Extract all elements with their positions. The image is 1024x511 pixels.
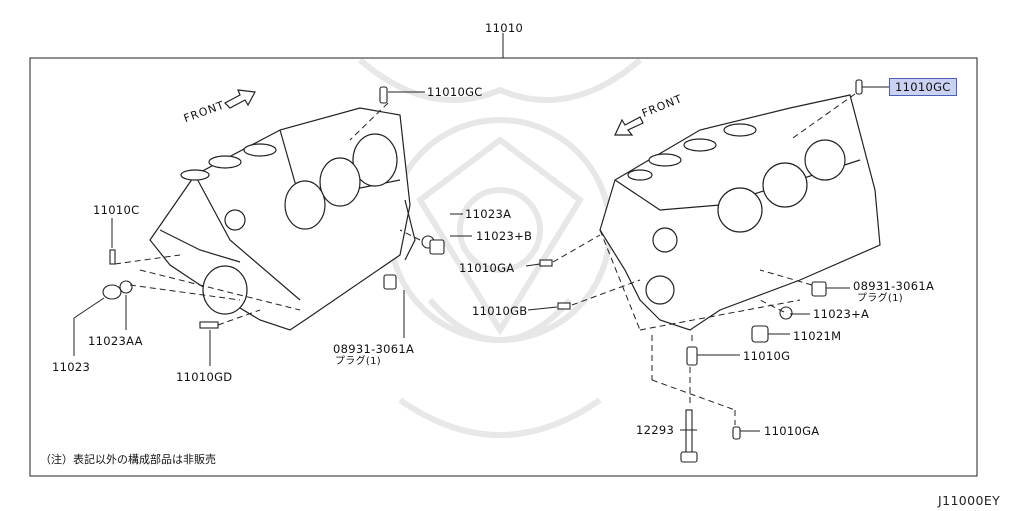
part-11021M[interactable]: 11021M xyxy=(793,329,842,343)
part-08931-left-sub: プラグ(1) xyxy=(335,356,381,367)
front-arrow-right-icon xyxy=(614,116,644,136)
dashed-guides xyxy=(114,93,856,425)
figure-code: J11000EY xyxy=(938,493,1001,508)
part-11010GD[interactable]: 11010GD xyxy=(176,370,233,384)
part-11023A-plus[interactable]: 11023+A xyxy=(813,307,870,321)
left-engine-block xyxy=(149,107,416,331)
part-08931-right-sub: プラグ(1) xyxy=(857,293,903,304)
part-11010C[interactable]: 11010C xyxy=(93,203,140,217)
front-arrow-left-icon xyxy=(224,89,256,109)
part-11023B[interactable]: 11023+B xyxy=(476,229,533,243)
part-11010G[interactable]: 11010G xyxy=(743,349,791,363)
part-11010GC-right-highlighted[interactable]: 11010GC xyxy=(889,78,957,96)
part-11010GA-mid[interactable]: 11010GA xyxy=(459,261,515,275)
part-11023AA[interactable]: 11023AA xyxy=(88,334,143,348)
right-engine-block xyxy=(599,94,881,331)
part-12293[interactable]: 12293 xyxy=(636,423,675,437)
part-08931-left[interactable]: 08931-3061A xyxy=(333,342,415,356)
leader-lines xyxy=(73,86,890,432)
small-parts xyxy=(102,79,863,463)
part-11010GC-left[interactable]: 11010GC xyxy=(427,85,483,99)
part-08931-right[interactable]: 08931-3061A xyxy=(853,279,935,293)
part-11023A[interactable]: 11023A xyxy=(465,207,512,221)
part-11010GB[interactable]: 11010GB xyxy=(472,304,528,318)
footnote: （注）表記以外の構成部品は非販売 xyxy=(40,453,216,466)
part-11023[interactable]: 11023 xyxy=(52,360,91,374)
part-11010GA-bottom[interactable]: 11010GA xyxy=(764,424,820,438)
assembly-number[interactable]: 11010 xyxy=(485,21,524,35)
